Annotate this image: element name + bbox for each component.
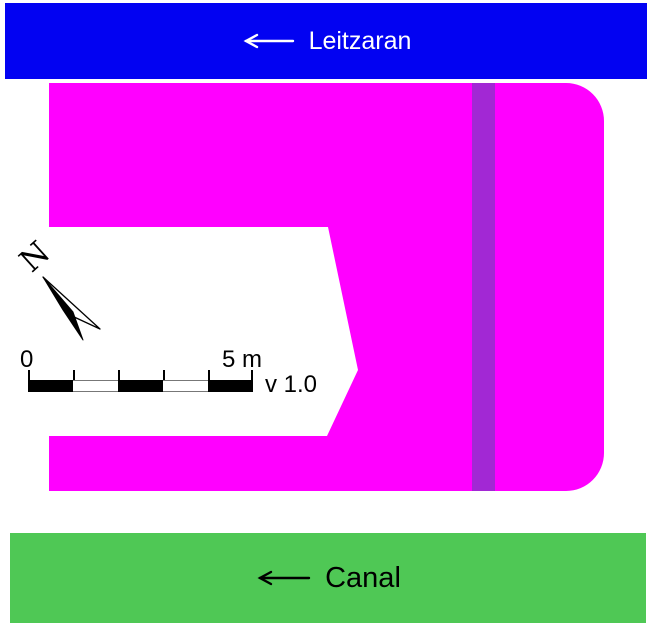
scale-tick bbox=[251, 370, 253, 392]
compass-needle-icon bbox=[42, 276, 101, 341]
left-arrow-icon bbox=[243, 33, 294, 49]
scale-tick bbox=[28, 370, 30, 392]
scale-segment bbox=[73, 380, 118, 392]
scale-end-label: 5 m bbox=[222, 346, 263, 373]
scale-tick bbox=[73, 370, 75, 380]
scale-bar-segments bbox=[28, 380, 253, 392]
scale-tick bbox=[118, 370, 120, 380]
scale-segment bbox=[163, 380, 208, 392]
platform-shape bbox=[49, 83, 604, 491]
scale-segment bbox=[118, 380, 163, 392]
wall-stripe bbox=[472, 83, 495, 491]
scale-tick bbox=[163, 370, 165, 380]
scale-zero-label: 0 bbox=[20, 346, 34, 373]
scale-bar: 0 5 m v 1.0 bbox=[20, 346, 328, 398]
scale-segment bbox=[208, 380, 253, 392]
scale-version-label: v 1.0 bbox=[265, 371, 318, 398]
canal-band: Canal bbox=[10, 533, 646, 623]
river-label: Leitzaran bbox=[308, 26, 412, 55]
scale-tick bbox=[208, 370, 210, 380]
canal-label: Canal bbox=[325, 561, 401, 594]
left-arrow-icon bbox=[257, 570, 311, 586]
river-band: Leitzaran bbox=[5, 3, 647, 79]
scale-segment bbox=[28, 380, 73, 392]
